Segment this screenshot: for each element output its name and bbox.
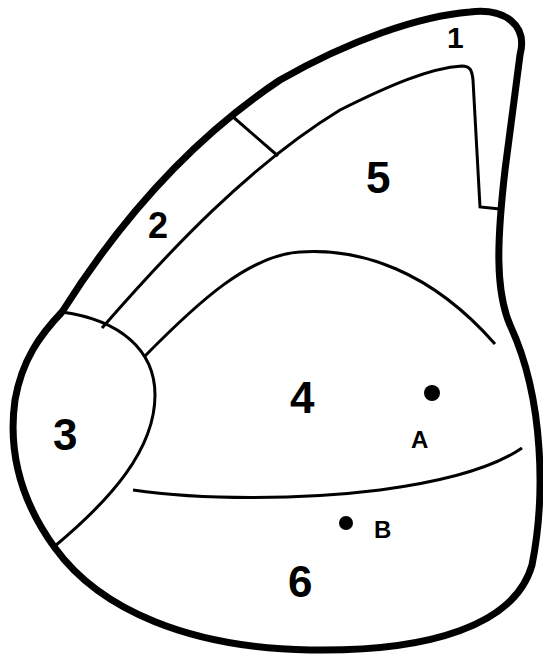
region-number: 3 [53, 413, 77, 457]
region-number: 1 [447, 23, 464, 53]
point-marker [339, 516, 353, 530]
region-number: 4 [290, 376, 314, 420]
region-boundary [145, 252, 495, 356]
point-marker [424, 385, 440, 401]
region-number-area: 4 [290, 376, 314, 420]
band-divider [232, 116, 278, 156]
region-number-area: 3 [53, 413, 77, 457]
region-number-area: 1 [447, 23, 464, 53]
region-number-area: 6 [288, 560, 312, 604]
band-boundary [102, 66, 500, 328]
point-label: B [374, 518, 391, 542]
region-number: 6 [288, 560, 312, 604]
region-number: 2 [148, 208, 168, 244]
outer-outline [13, 11, 540, 650]
point-label: A [411, 428, 428, 452]
region-number: 5 [366, 156, 390, 200]
region-number-area: 5 [366, 156, 390, 200]
region-boundary [133, 448, 522, 498]
region-number-area: 2 [148, 208, 168, 244]
